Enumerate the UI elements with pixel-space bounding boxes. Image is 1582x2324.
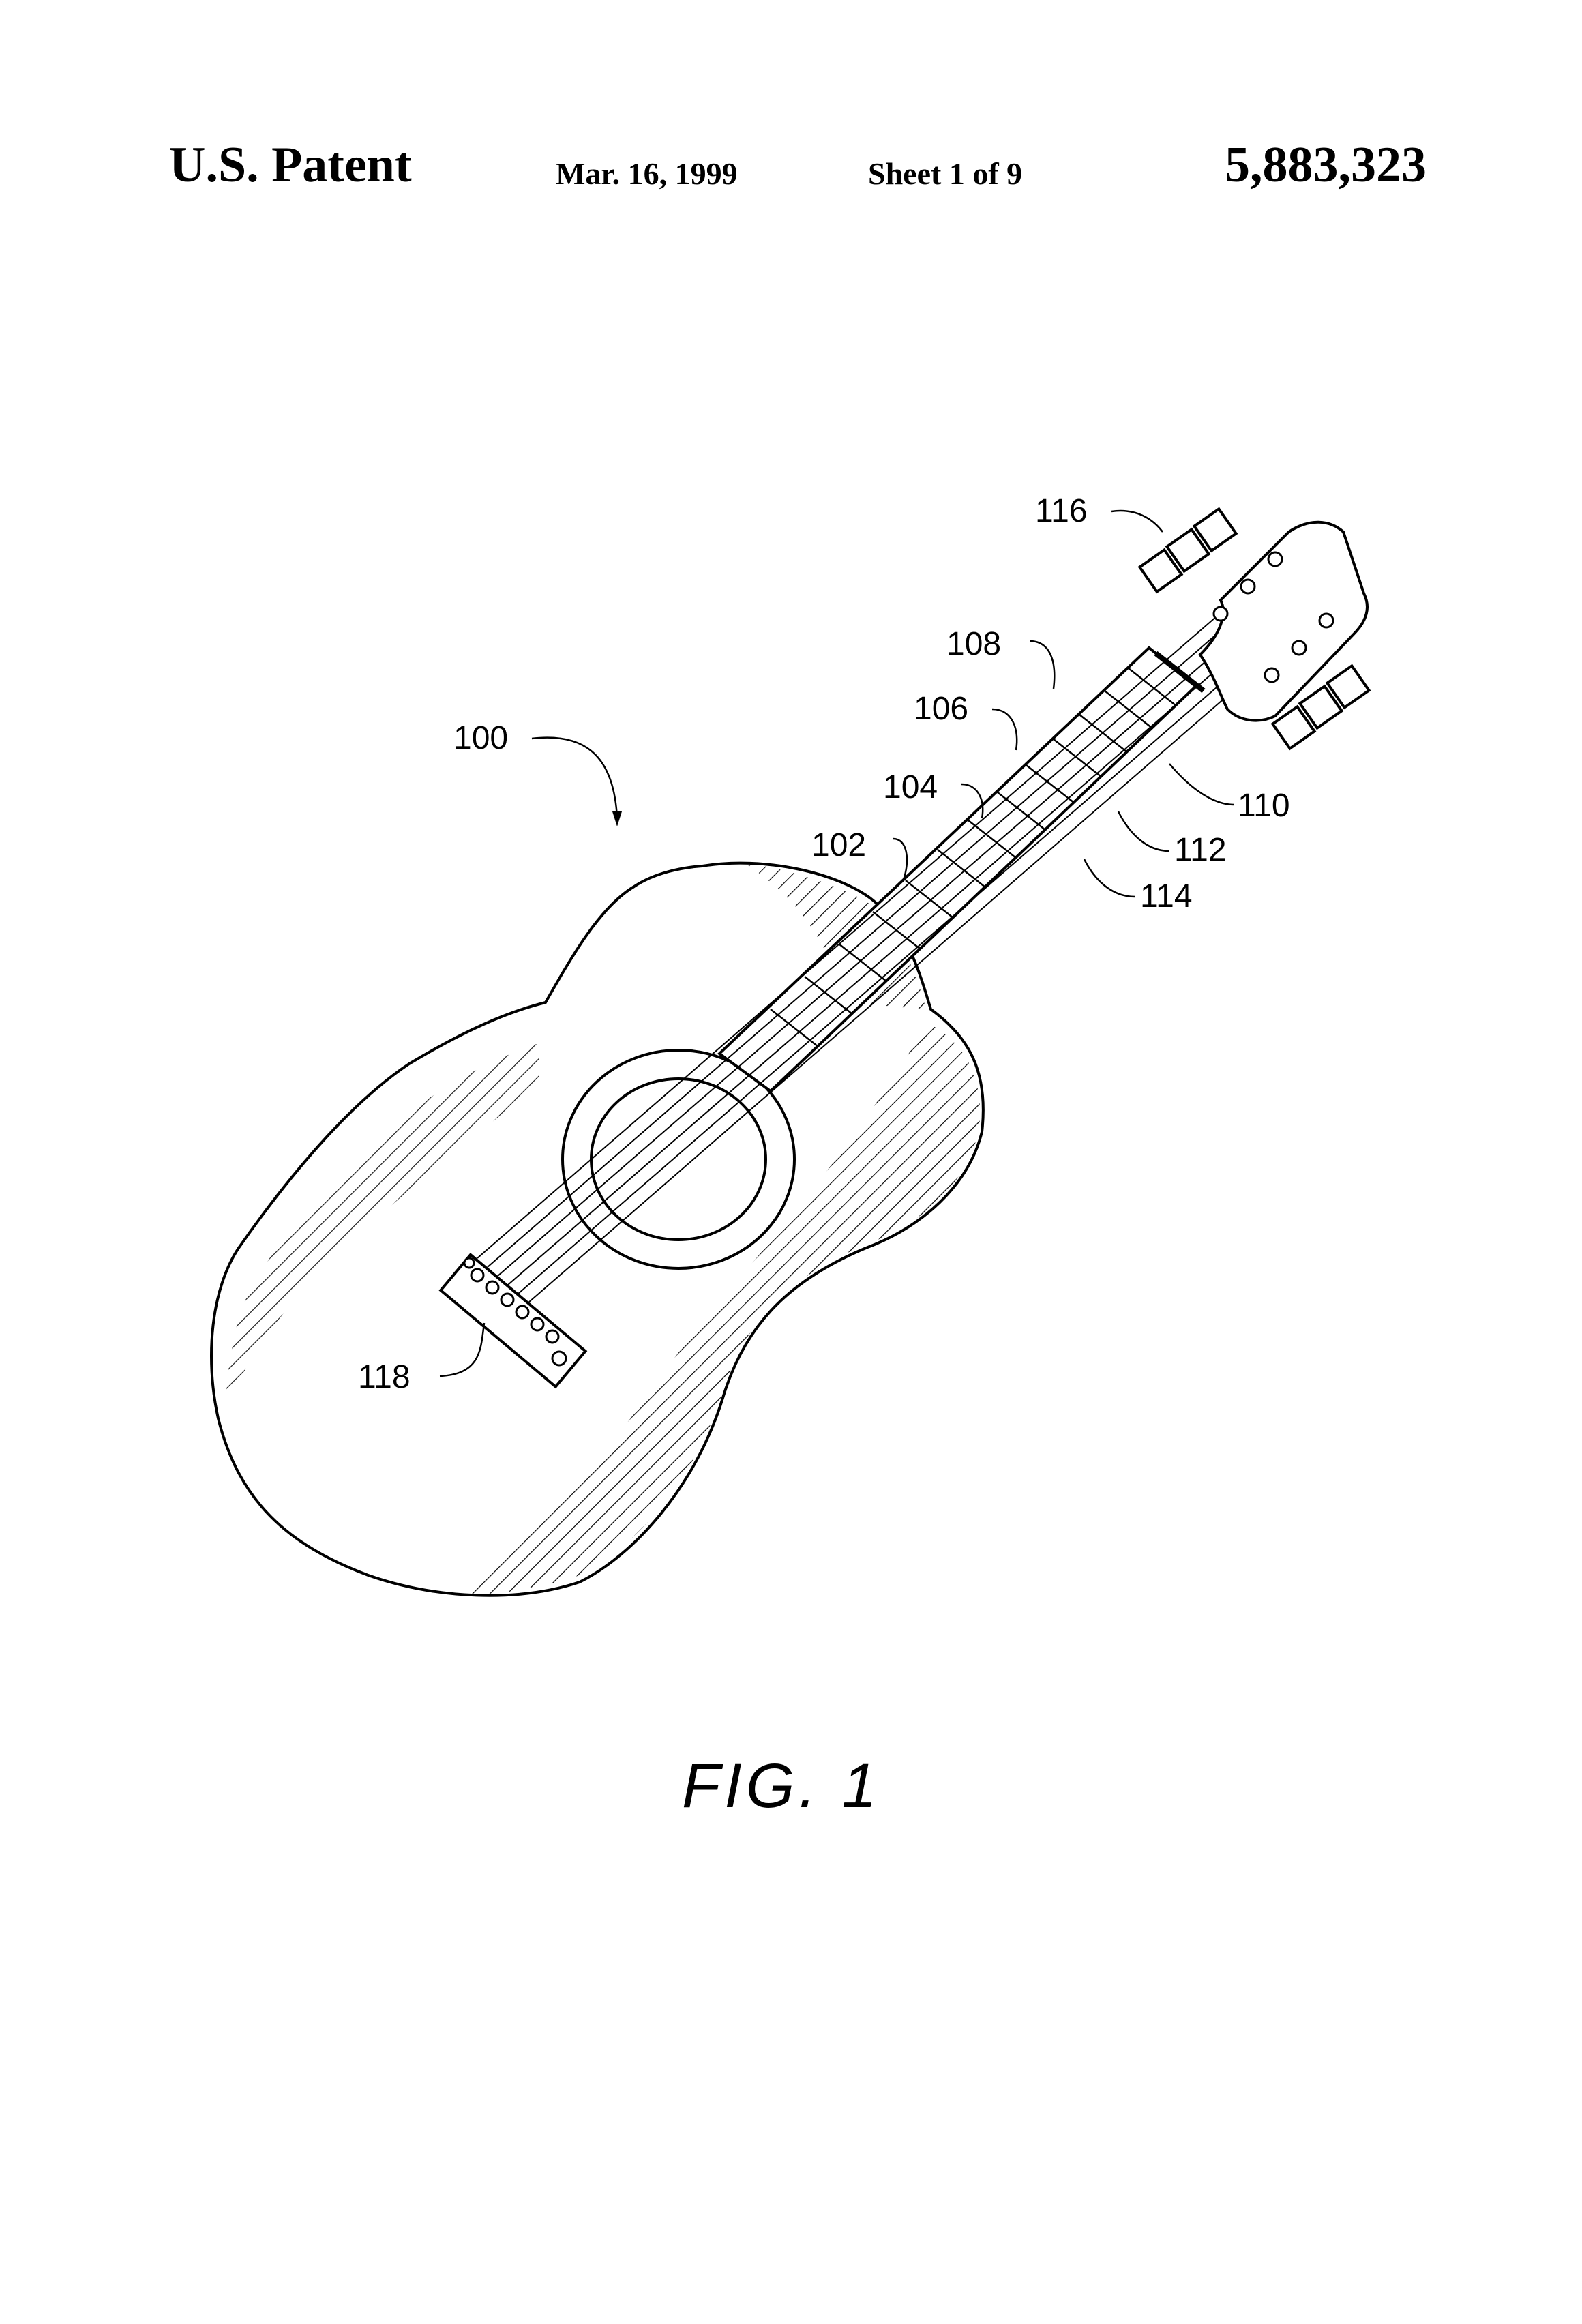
ref-108: 108 bbox=[946, 626, 1001, 662]
ref-114: 114 bbox=[1140, 878, 1193, 914]
ref-106: 106 bbox=[914, 691, 968, 727]
ref-102: 102 bbox=[811, 827, 866, 863]
ref-118: 118 bbox=[358, 1359, 411, 1395]
ref-100: 100 bbox=[453, 720, 508, 756]
figure-caption: FIG. 1 bbox=[682, 1751, 881, 1821]
ref-116: 116 bbox=[1035, 493, 1088, 529]
ref-112: 112 bbox=[1174, 832, 1227, 868]
ref-104: 104 bbox=[883, 769, 938, 805]
ref-110: 110 bbox=[1238, 788, 1290, 824]
